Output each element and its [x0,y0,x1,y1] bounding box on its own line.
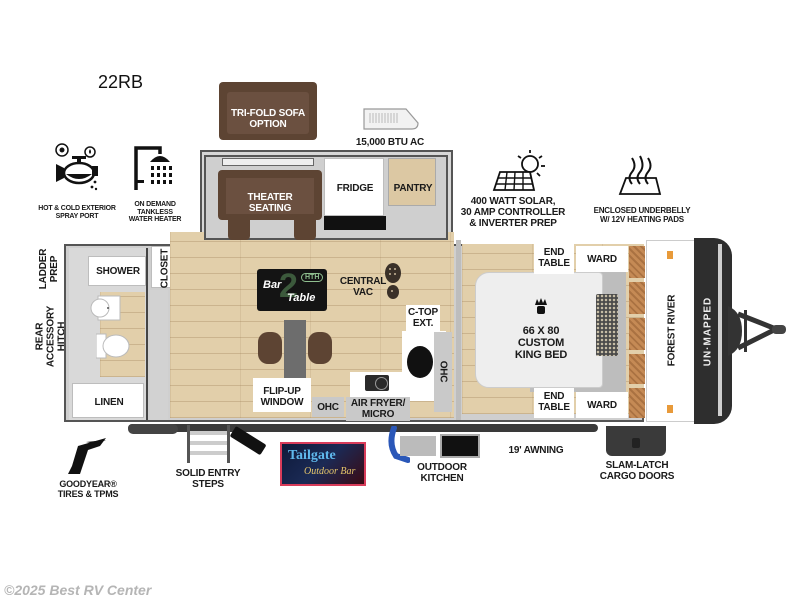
outdoor-kitchen-hose [388,425,411,464]
spray-port-icon [52,142,102,192]
cargo-door [606,426,666,456]
central-vac-footprint-icon [384,262,402,300]
forest-river-logo: FOREST RIVER [666,294,678,367]
recliner-right [294,216,316,240]
linen-cabinet: LINEN [72,383,144,418]
front-storage-white: FOREST RIVER [646,240,696,422]
ohc-bottom: OHC [312,397,344,417]
theater-seating: THEATER SEATING [218,170,322,220]
heating-pad-icon [618,152,662,196]
solar-label: 400 WATT SOLAR, 30 AMP CONTROLLER & INVE… [460,196,566,229]
sofa-option-label: TRI-FOLD SOFA OPTION [230,108,306,130]
goodyear-label: GOODYEAR® TIRES & TPMS [57,479,119,499]
chassis-rail [128,424,598,432]
outdoor-kitchen-label: OUTDOOR KITCHEN [417,462,467,484]
chair-left [258,332,282,364]
sink-icon [90,294,122,322]
rear-accessory-hitch-label: REAR ACCESSORY HITCH [34,305,68,368]
pantry: PANTRY [388,158,436,206]
bathroom-wall-divider [146,248,148,420]
front-cabinet-5 [629,388,645,418]
wardrobe-top: WARD [576,246,628,272]
ladder-prep-label: LADDER PREP [38,248,60,290]
entry-steps [185,425,233,465]
end-table-top: END TABLE [534,244,574,274]
outdoor-kitchen-cabinet [400,436,436,456]
flip-up-window: FLIP-UP WINDOW [253,378,311,412]
bar2table-badge: 2 Bar Table HTH [257,267,327,311]
entry-steps-label: SOLID ENTRY STEPS [175,468,241,490]
headboard [596,294,618,356]
cooktop-icon [365,375,389,391]
shower-icon [130,144,178,192]
shower: SHOWER [88,256,146,286]
tongue-hitch-icon [728,296,788,366]
interior-divider-wall [150,290,168,420]
king-bed: 66 X 80 CUSTOM KING BED [475,272,603,388]
central-vac-label: CENTRAL VAC [339,276,387,298]
copyright-footer: ©2025 Best RV Center [4,582,152,598]
slide-window [222,158,314,166]
front-cabinet-4 [629,354,645,384]
fridge-base [324,216,386,230]
recliner-left [228,216,250,240]
front-cabinet-3 [629,318,645,350]
crown-icon [534,297,548,315]
tire [128,424,178,434]
ac-unit-icon [362,107,420,131]
air-fryer-micro: AIR FRYER/ MICRO [346,397,410,421]
ac-label: 15,000 BTU AC [355,137,425,148]
model-title: 22RB [98,72,144,92]
dinette-table [284,320,306,380]
front-cabinet-1 [629,246,645,278]
end-table-bottom: END TABLE [534,388,574,418]
unmapped-logo: UN·MAPPED [702,296,714,367]
awning-label: 19' AWNING [508,445,564,456]
ohc-right: OHC [434,332,452,412]
spray-port-label: HOT & COLD EXTERIOR SPRAY PORT [38,205,116,220]
toilet-icon [95,333,130,359]
tri-fold-sofa-option: TRI-FOLD SOFA OPTION [219,82,317,140]
water-heater-label: ON DEMAND TANKLESS WATER HEATER [128,201,182,224]
chair-right [308,332,332,364]
cargo-doors-label: SLAM-LATCH CARGO DOORS [599,460,675,482]
tailgate-outdoor-bar-badge: Tailgate Outdoor Bar [280,442,366,486]
goodyear-wingfoot-icon [66,436,110,476]
front-cabinet-2 [629,282,645,314]
fridge: FRIDGE [324,158,384,216]
ctop-extension-label-box: C-TOP EXT. [406,305,440,331]
outdoor-kitchen-fridge [440,434,480,458]
sink-bowl-icon [407,346,433,378]
wardrobe-bottom: WARD [576,392,628,418]
underbelly-label: ENCLOSED UNDERBELLY W/ 12V HEATING PADS [593,206,691,224]
front-cap: UN·MAPPED [694,238,732,424]
solar-panel-icon [490,148,548,194]
bedroom-divider-wall [456,240,461,420]
